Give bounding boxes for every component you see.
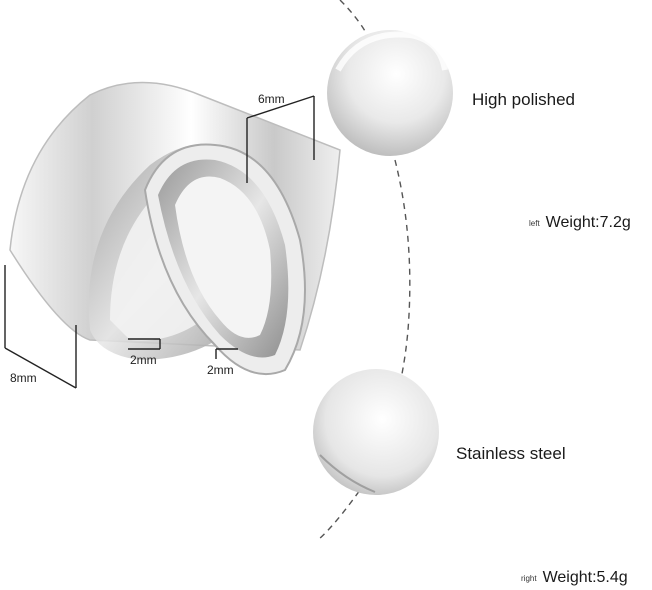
dimension-label-2mm-b: 2mm (207, 363, 234, 377)
dimension-line-8mm (4, 265, 77, 389)
weight-right: right Weight:5.4g (521, 569, 628, 587)
feature-label-polished: High polished (472, 90, 576, 109)
weight-left-side: left (529, 219, 540, 228)
thickness-marker-b (215, 348, 238, 359)
dimension-label-8mm: 8mm (10, 371, 37, 385)
small-ring (143, 143, 306, 376)
thickness-marker-a (128, 338, 161, 350)
weight-left-value: Weight:7.2g (545, 214, 631, 231)
steel-detail-circle (313, 369, 439, 495)
dimension-label-6mm: 6mm (258, 92, 285, 106)
dimension-label-2mm-a: 2mm (130, 353, 157, 367)
polished-detail-circle (327, 30, 453, 156)
dimension-line-6mm (246, 95, 315, 183)
weight-right-side: right (521, 574, 537, 583)
feature-label-steel: Stainless steel (456, 444, 566, 463)
weight-right-value: Weight:5.4g (542, 569, 628, 586)
weight-left: left Weight:7.2g (529, 214, 631, 232)
